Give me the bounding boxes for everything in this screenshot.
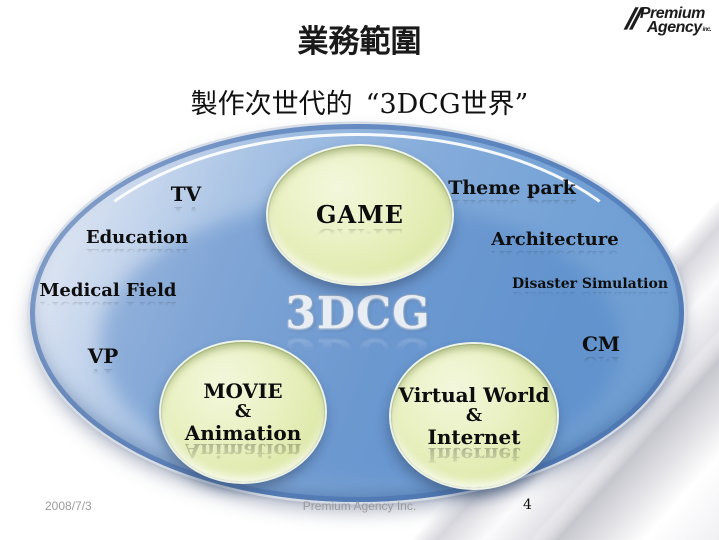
label-disaster-simulation: Disaster Simulation bbox=[511, 276, 669, 292]
bubble-virtual-world-internet: Virtual World & Internet bbox=[391, 344, 557, 488]
label-cm: CM bbox=[581, 332, 621, 356]
bubble-virtual-ampersand: & bbox=[465, 404, 483, 426]
logo-word-premium: Premium bbox=[639, 5, 705, 22]
bubble-game: GAME bbox=[268, 146, 452, 284]
logo-word-agency: Agency bbox=[646, 19, 702, 36]
label-architecture: Architecture bbox=[491, 229, 619, 250]
label-medical-field: Medical Field bbox=[39, 280, 177, 301]
label-education: Education bbox=[85, 227, 189, 248]
bubble-movie-line1: MOVIE bbox=[203, 378, 283, 403]
bubble-movie-text: MOVIE & Animation bbox=[184, 378, 302, 446]
footer-company: Premium Agency Inc. bbox=[302, 499, 417, 513]
bubble-movie-animation: MOVIE & Animation bbox=[161, 342, 325, 482]
slide-subtitle: 製作次世代的 “3DCG世界” bbox=[0, 82, 719, 121]
bubble-game-label: GAME bbox=[316, 199, 404, 229]
bubble-game-text: GAME bbox=[316, 199, 404, 229]
logo-slashes-icon: // bbox=[623, 3, 640, 36]
ellipse-highlight-arc bbox=[46, 133, 668, 489]
bubble-virtual-text: Virtual World & Internet bbox=[398, 382, 550, 450]
label-vp: VP bbox=[87, 344, 119, 368]
subtitle-quoted-3dcg: “3DCG世界” bbox=[365, 89, 529, 120]
footer-page-number: 4 bbox=[523, 497, 532, 513]
bubble-virtual-line3: Internet bbox=[427, 425, 521, 450]
center-3dcg-label: 3DCG bbox=[285, 288, 431, 339]
slide-title: 業務範圍 bbox=[297, 24, 422, 59]
logo-word-agency-row: Agency inc. bbox=[646, 19, 712, 36]
label-theme-park: Theme park bbox=[448, 177, 576, 199]
label-tv: TV bbox=[170, 182, 202, 206]
logo-suffix-inc: inc. bbox=[702, 27, 712, 33]
bubble-movie-line3: Animation bbox=[184, 421, 302, 446]
bubble-virtual-line1: Virtual World bbox=[398, 382, 550, 407]
subtitle-prefix: 製作次世代的 bbox=[190, 89, 353, 119]
logo-wordmark: Premium Agency inc. bbox=[639, 5, 712, 36]
premium-agency-logo: // Premium Agency inc. bbox=[623, 3, 712, 36]
footer-date: 2008/7/3 bbox=[45, 499, 92, 513]
bubble-movie-ampersand: & bbox=[234, 400, 252, 422]
